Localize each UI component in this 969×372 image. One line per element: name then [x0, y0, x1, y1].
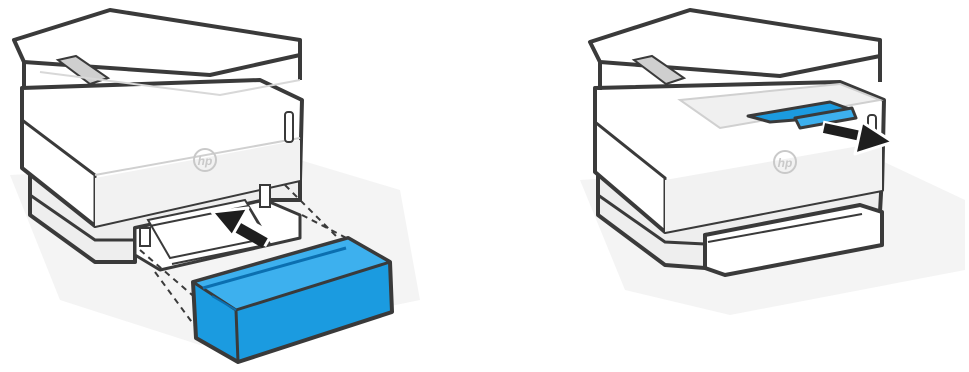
- hp-logo-text-right: hp: [778, 156, 793, 170]
- right-printer: hp: [580, 10, 965, 315]
- scanner-lid-right: [590, 10, 880, 76]
- left-printer: hp: [10, 10, 420, 362]
- side-slot: [285, 112, 293, 142]
- hp-logo-text: hp: [198, 154, 213, 168]
- scanner-lid: [14, 10, 300, 75]
